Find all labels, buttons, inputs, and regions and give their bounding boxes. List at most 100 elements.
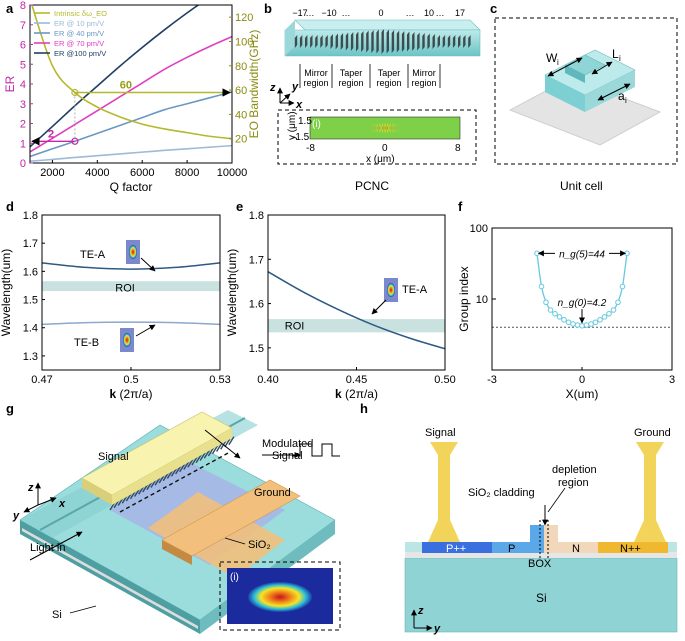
ytick-label-a-0: 0 — [20, 158, 26, 170]
hole-index-3: … — [342, 8, 351, 18]
pcnc-hole — [463, 35, 466, 48]
label-box: BOX — [528, 558, 552, 570]
roi-band-pd — [42, 281, 220, 292]
hole-g — [162, 472, 169, 482]
ytick-label-a-7: 7 — [20, 20, 26, 32]
band-line-pd-0 — [41, 262, 221, 270]
label-ppp: P++ — [446, 543, 466, 555]
er-series-line-0 — [30, 144, 232, 163]
mode-field-fringe — [373, 123, 376, 133]
pcnc-hole — [294, 35, 298, 48]
label-si-g: Si — [52, 609, 62, 621]
cross-section — [404, 442, 678, 633]
inset-ytick-bottom: -1.5 — [292, 132, 310, 143]
group-index-point — [561, 316, 567, 323]
ytick-label-pe-0: 1.5 — [249, 343, 264, 355]
hole-g — [175, 465, 182, 475]
ytick-label-f-1: 100 — [470, 223, 488, 235]
pcnc-hole — [437, 35, 440, 48]
ytick-label-pe-2: 1.7 — [249, 254, 264, 266]
te-a-arrow-e — [371, 299, 387, 315]
te-b-label-d: TE-B — [74, 337, 99, 349]
pcnc-hole — [417, 32, 420, 51]
hole-g — [207, 447, 214, 457]
hole-index-7: … — [436, 8, 445, 18]
y2tick-label-a-0: 20 — [235, 134, 247, 146]
band-line-pe-0 — [267, 271, 446, 350]
region-label-3-b: region — [411, 78, 436, 88]
mode-field-fringe — [397, 123, 399, 133]
unit-cell-frame — [494, 17, 678, 165]
mode-field-fringe — [381, 123, 384, 133]
axis-z-g: z — [27, 482, 34, 494]
hole-g — [195, 454, 202, 464]
pcnc-hole — [310, 35, 313, 48]
ytick-label-pd-1: 1.4 — [23, 323, 38, 335]
pcnc-hole — [376, 29, 379, 54]
label-signal-h: Signal — [425, 427, 456, 439]
ytick-label-pd-3: 1.6 — [23, 266, 38, 278]
hole-g — [187, 458, 194, 468]
ytick-label-a-8: 8 — [20, 0, 26, 12]
panel-label-c: c — [490, 1, 497, 16]
axis-y-b: y — [291, 81, 299, 93]
mode-field-fringe — [386, 123, 389, 133]
hole-g — [203, 449, 210, 459]
xlabel-a: Q factor — [110, 180, 153, 194]
mode-field-fringe — [384, 123, 386, 133]
label-signal-g: Signal — [98, 451, 129, 463]
label-L: L — [612, 47, 619, 61]
y2tick-label-a-4: 100 — [235, 36, 253, 48]
y2label-a: EO Bandwidth(GHz) — [247, 30, 261, 139]
inset-ylabel: y (μm) — [287, 111, 298, 140]
axis-z-h: z — [417, 605, 424, 617]
pcnc-hole — [305, 35, 308, 48]
hole-index-2: −10 — [321, 8, 336, 18]
xtick-label-f-0: -3 — [487, 374, 497, 386]
group-index-point — [556, 314, 563, 320]
mode-field — [371, 123, 399, 133]
inset-xtick-mid: 0 — [382, 143, 388, 154]
axis-y-g: y — [12, 510, 20, 522]
group-index-point — [547, 307, 554, 313]
y2tick-label-a-5: 120 — [235, 12, 253, 24]
group-index-point — [615, 299, 621, 306]
unit-cell-drawing: L i W i a i — [508, 47, 662, 146]
label-W-sub: i — [557, 58, 559, 67]
hole-index-labels: −17…−10…0…10…17 — [292, 8, 465, 18]
region-label-1-b: region — [338, 78, 363, 88]
ytick-label-a-6: 6 — [20, 40, 26, 52]
bw-annotation-point — [71, 88, 79, 97]
pcnc-hole — [401, 31, 405, 52]
pcnc-hole — [412, 32, 415, 51]
pcnc-device — [284, 19, 481, 57]
group-index-point — [570, 321, 576, 327]
pcnc-hole — [361, 31, 364, 52]
legend-text-a-2: ER @ 40 pm/V — [54, 29, 104, 38]
inset-g-frame — [219, 561, 341, 631]
inset-label-b: (i) — [312, 119, 321, 130]
legend-text-a-4: ER @100 pm/V — [54, 49, 106, 58]
pcnc-hole — [447, 35, 451, 48]
hole-g — [183, 461, 190, 470]
pcnc-hole — [371, 30, 374, 53]
te-a-label-e: TE-A — [402, 284, 428, 296]
ytick-label-a-5: 5 — [20, 59, 26, 71]
ytick-label-pd-4: 1.7 — [23, 238, 38, 250]
xlabel-pd: k (2π/a) — [110, 387, 153, 401]
axis-x-g: x — [58, 498, 66, 510]
label-modulated-2: Signal — [272, 450, 303, 462]
pcnc-hole — [335, 33, 338, 50]
pcnc-hole — [458, 35, 461, 48]
xtick-label-f-2: 3 — [669, 374, 675, 386]
pcnc-hole — [340, 33, 344, 50]
hole-g — [216, 443, 223, 452]
hole-g — [199, 452, 206, 461]
axis-x-b: x — [295, 99, 303, 111]
xtick-label-a-1: 4000 — [85, 167, 109, 179]
hole-index-6: 10 — [424, 8, 434, 18]
band-line-pd-1 — [41, 321, 221, 326]
label-npp: N++ — [620, 543, 641, 555]
